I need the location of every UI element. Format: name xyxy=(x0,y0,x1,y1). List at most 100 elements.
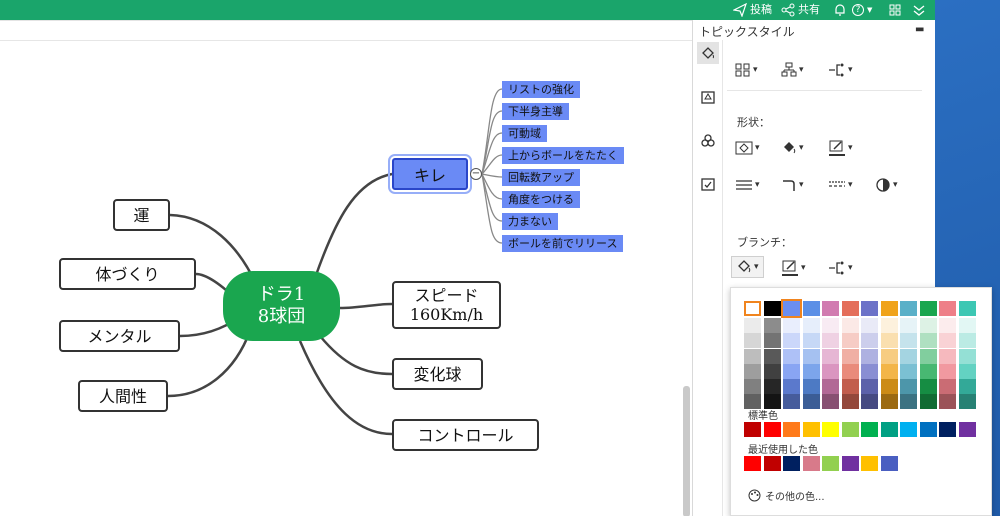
subtopic-item[interactable]: 可動域 xyxy=(502,125,547,142)
color-swatch[interactable] xyxy=(958,394,976,410)
color-swatch[interactable] xyxy=(939,333,956,349)
color-swatch[interactable] xyxy=(841,394,859,410)
color-swatch[interactable] xyxy=(841,348,859,364)
standard-color-swatch[interactable] xyxy=(822,422,839,437)
branch-border-button[interactable]: ▾ xyxy=(781,259,806,277)
color-swatch[interactable] xyxy=(958,301,976,316)
central-topic[interactable]: ドラ1 8球団 xyxy=(223,271,340,341)
color-swatch[interactable] xyxy=(880,318,898,334)
color-swatch[interactable] xyxy=(861,348,878,364)
color-swatch[interactable] xyxy=(861,394,878,410)
color-swatch[interactable] xyxy=(783,318,800,334)
color-swatch[interactable] xyxy=(841,318,859,334)
color-swatch[interactable] xyxy=(880,301,898,316)
apps-button[interactable] xyxy=(888,2,902,18)
paint-bucket-icon[interactable] xyxy=(697,42,719,64)
color-swatch[interactable] xyxy=(802,348,820,364)
recent-color-swatch[interactable] xyxy=(861,456,878,471)
color-swatch[interactable] xyxy=(783,394,800,410)
color-swatch[interactable] xyxy=(802,318,820,334)
color-swatch[interactable] xyxy=(802,333,820,349)
structure-button[interactable]: ▾ xyxy=(781,61,804,79)
color-swatch[interactable] xyxy=(900,379,917,394)
color-swatch[interactable] xyxy=(861,318,878,334)
mindmap-canvas[interactable]: ドラ1 8球団 運 体づくり メンタル 人間性 キレ − スピード 160Km/… xyxy=(0,20,692,516)
subtopic-item[interactable]: 力まない xyxy=(502,213,558,230)
share-button[interactable]: 共有 xyxy=(781,2,820,18)
branch-fill-button[interactable]: ▾ xyxy=(731,256,764,278)
color-swatch[interactable] xyxy=(763,379,781,394)
color-swatch[interactable] xyxy=(822,301,839,316)
color-swatch[interactable] xyxy=(861,363,878,379)
color-swatch[interactable] xyxy=(919,379,937,394)
color-swatch[interactable] xyxy=(822,394,839,410)
recent-color-swatch[interactable] xyxy=(802,456,820,471)
color-swatch[interactable] xyxy=(939,348,956,364)
subtopic-item[interactable]: 回転数アップ xyxy=(502,169,580,186)
color-swatch[interactable] xyxy=(802,301,820,316)
color-swatch[interactable] xyxy=(880,379,898,394)
expand-button[interactable] xyxy=(912,2,926,18)
color-swatch[interactable] xyxy=(744,318,761,334)
connector-button[interactable]: ▾ xyxy=(828,61,853,79)
color-swatch[interactable] xyxy=(822,318,839,334)
pin-icon[interactable]: ▬ xyxy=(915,24,925,35)
color-swatch[interactable] xyxy=(880,363,898,379)
dash-style-button[interactable]: ▾ xyxy=(828,176,853,194)
color-swatch[interactable] xyxy=(763,301,781,316)
color-swatch[interactable] xyxy=(900,394,917,410)
color-swatch[interactable] xyxy=(822,348,839,364)
clover-icon[interactable] xyxy=(697,130,719,152)
standard-color-swatch[interactable] xyxy=(939,422,956,437)
standard-color-swatch[interactable] xyxy=(841,422,859,437)
notification-button[interactable] xyxy=(833,2,847,18)
shadow-button[interactable]: ▾ xyxy=(875,176,898,194)
collapse-toggle[interactable]: − xyxy=(470,168,482,180)
fill-color-button[interactable]: ▾ xyxy=(781,139,804,157)
standard-color-swatch[interactable] xyxy=(744,422,761,437)
shape-button[interactable]: ▾ xyxy=(735,139,760,157)
style-icon[interactable] xyxy=(697,86,719,108)
color-swatch[interactable] xyxy=(861,301,878,316)
layout-button[interactable]: ▾ xyxy=(735,61,758,79)
recent-color-swatch[interactable] xyxy=(822,456,839,471)
color-swatch[interactable] xyxy=(880,333,898,349)
color-swatch[interactable] xyxy=(744,333,761,349)
color-swatch[interactable] xyxy=(919,333,937,349)
color-swatch[interactable] xyxy=(861,379,878,394)
color-swatch[interactable] xyxy=(861,333,878,349)
color-swatch[interactable] xyxy=(900,301,917,316)
branch-connector-button[interactable]: ▾ xyxy=(828,259,853,277)
corner-button[interactable]: ▾ xyxy=(781,176,804,194)
color-swatch[interactable] xyxy=(783,363,800,379)
color-swatch[interactable] xyxy=(880,348,898,364)
topic-henkakyu[interactable]: 変化球 xyxy=(392,358,483,390)
recent-color-swatch[interactable] xyxy=(744,456,761,471)
standard-color-swatch[interactable] xyxy=(861,422,878,437)
topic-speed[interactable]: スピード 160Km/h xyxy=(392,281,501,329)
recent-color-swatch[interactable] xyxy=(880,456,898,471)
standard-color-swatch[interactable] xyxy=(802,422,820,437)
color-swatch[interactable] xyxy=(939,394,956,410)
topic-karadazukuri[interactable]: 体づくり xyxy=(59,258,196,290)
recent-color-swatch[interactable] xyxy=(783,456,800,471)
color-swatch[interactable] xyxy=(744,348,761,364)
color-swatch[interactable] xyxy=(744,394,761,410)
checklist-icon[interactable] xyxy=(697,173,719,195)
color-swatch[interactable] xyxy=(744,301,761,316)
help-button[interactable]: ? ▼ xyxy=(852,2,872,18)
color-swatch[interactable] xyxy=(841,363,859,379)
color-swatch[interactable] xyxy=(783,333,800,349)
color-swatch[interactable] xyxy=(958,363,976,379)
subtopic-item[interactable]: 角度をつける xyxy=(502,191,580,208)
color-swatch[interactable] xyxy=(958,348,976,364)
standard-color-swatch[interactable] xyxy=(958,422,976,437)
more-colors-button[interactable]: その他の色... xyxy=(748,488,825,503)
color-swatch[interactable] xyxy=(841,379,859,394)
color-swatch[interactable] xyxy=(919,318,937,334)
color-swatch[interactable] xyxy=(763,348,781,364)
color-swatch[interactable] xyxy=(841,301,859,316)
color-swatch[interactable] xyxy=(919,363,937,379)
color-swatch[interactable] xyxy=(919,394,937,410)
recent-color-swatch[interactable] xyxy=(841,456,859,471)
